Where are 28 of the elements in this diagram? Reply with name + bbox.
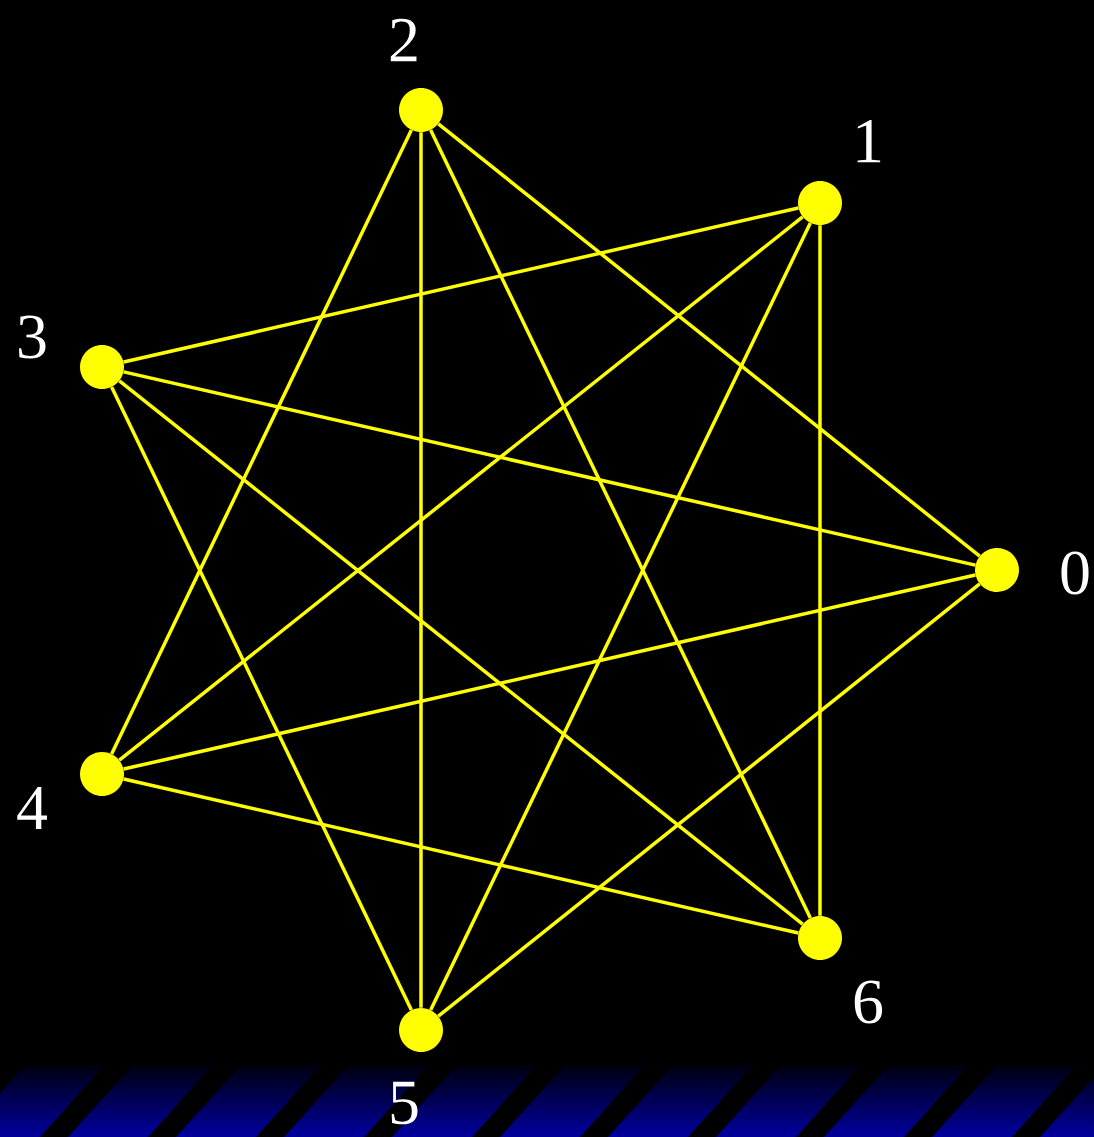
vertex-dot [80, 752, 124, 796]
vertex-label: 2 [390, 18, 417, 62]
vertex-dot [798, 916, 842, 960]
edge-line [429, 222, 812, 1011]
edge-line [123, 573, 976, 771]
vertex-label: 6 [854, 980, 883, 1024]
edge-line [118, 379, 804, 926]
edge-line [818, 225, 822, 916]
vertex-dot [399, 88, 443, 132]
vertex-label: 0 [1061, 551, 1089, 595]
edge-line [110, 386, 413, 1011]
vertex-label: 5 [391, 1081, 418, 1125]
edge-line [110, 129, 413, 755]
edge-line [118, 215, 804, 762]
vertex-dot [399, 1008, 443, 1052]
vertex-dot [975, 548, 1019, 592]
edge-line [123, 370, 976, 567]
edge-line [419, 132, 423, 1008]
edge-line [123, 777, 799, 935]
vertex-label: 4 [17, 786, 47, 830]
edge-line [123, 206, 799, 364]
edge-line [437, 122, 981, 558]
vertex-label: 1 [857, 119, 881, 163]
vertex-dot [80, 345, 124, 389]
edge-line [437, 582, 981, 1018]
edge-line [429, 129, 812, 919]
vertex-label: 3 [19, 315, 46, 359]
vertex-dot [798, 181, 842, 225]
